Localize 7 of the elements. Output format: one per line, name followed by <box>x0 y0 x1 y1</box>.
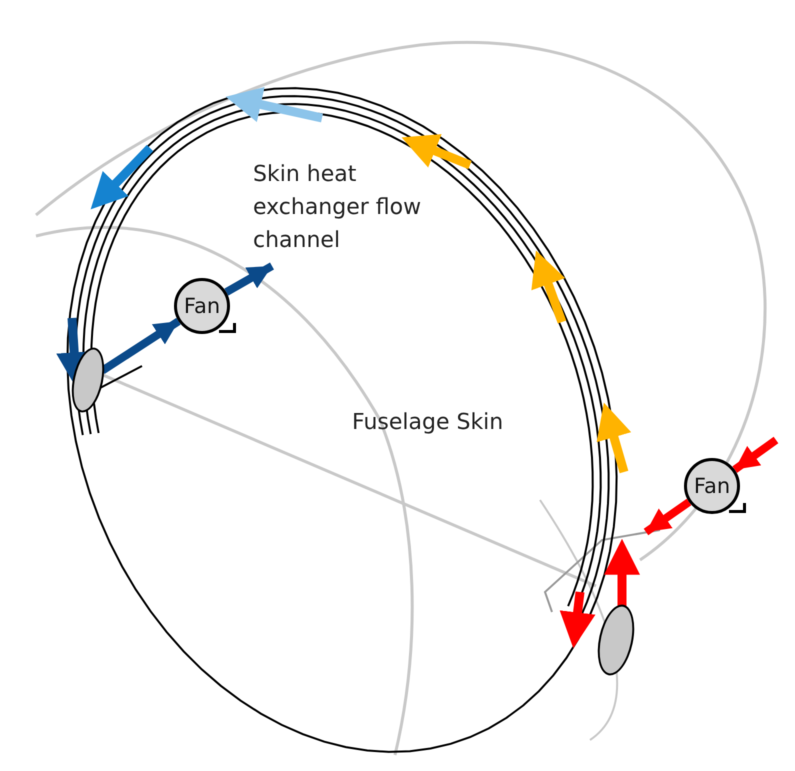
part-label: Fuselage Skin <box>352 409 504 437</box>
part-label: Skin heat exchanger flow channel <box>253 161 422 255</box>
flow-arrow <box>644 498 692 536</box>
flow-arrow <box>732 436 778 473</box>
fan-label: Fan <box>184 294 220 318</box>
flow-arrow <box>224 262 274 296</box>
fan-label: Fan <box>694 474 730 498</box>
